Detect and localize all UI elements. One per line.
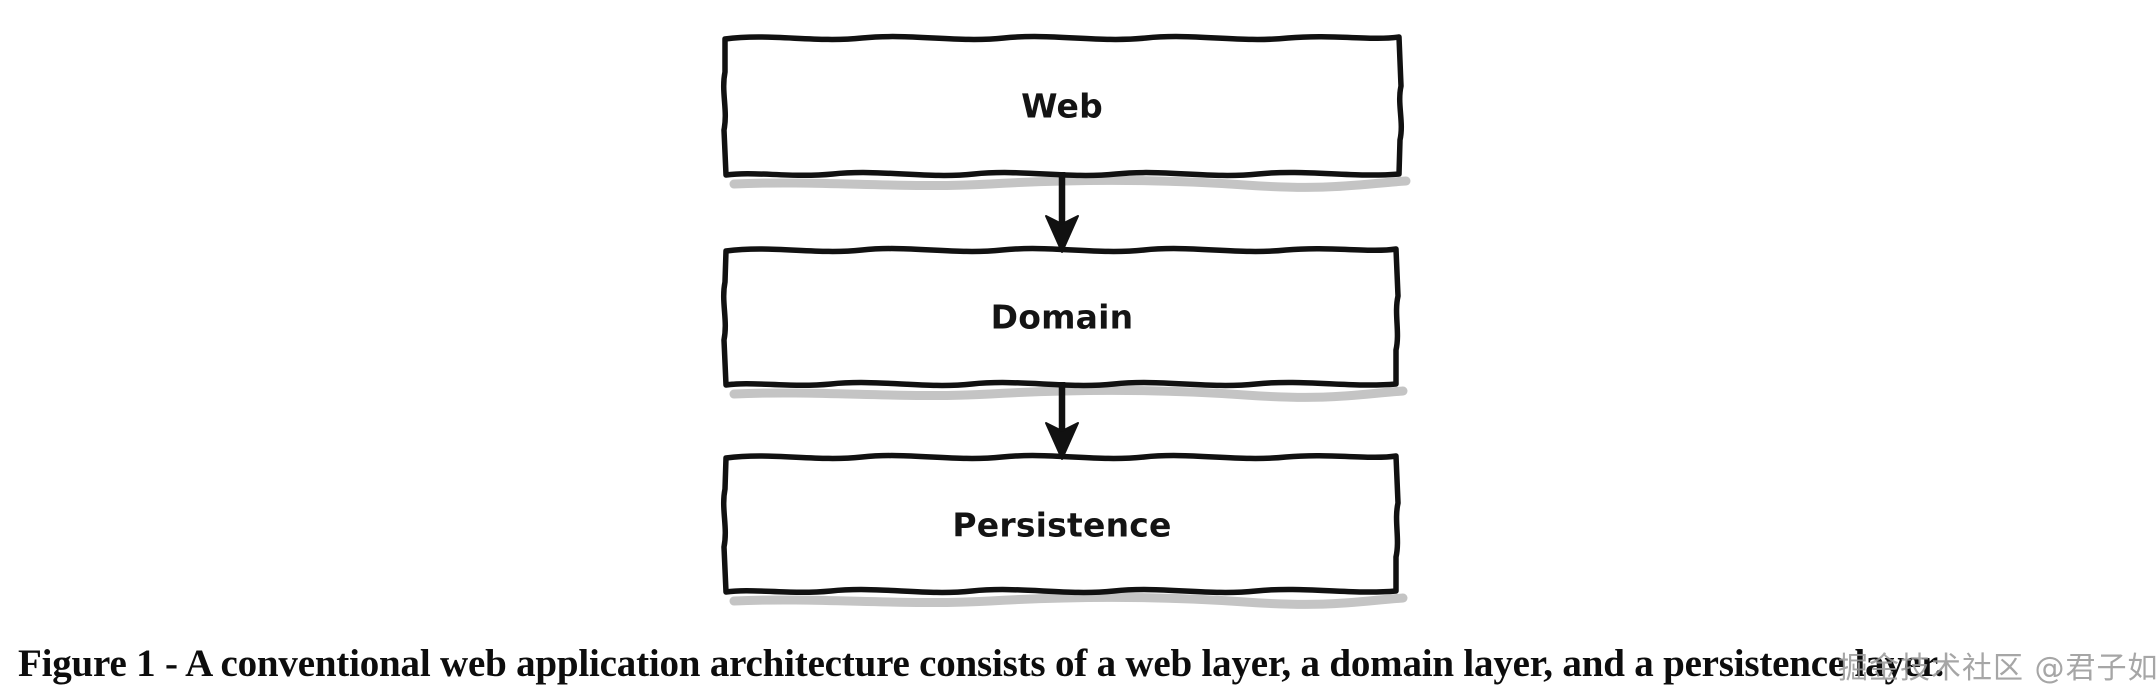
box-shadows	[729, 175, 1411, 609]
figure-caption: Figure 1 - A conventional web applicatio…	[18, 642, 1944, 685]
watermark-text: 掘金技术社区 @君子如兰	[1838, 651, 2156, 686]
box-persistence[interactable]	[720, 452, 1401, 596]
box-domain[interactable]	[720, 245, 1401, 389]
arrow-domain-to-persistence	[1045, 382, 1079, 460]
box-domain-outline	[720, 245, 1401, 389]
arrow-web-to-domain	[1045, 172, 1079, 253]
box-label-domain: Domain	[990, 297, 1134, 337]
box-label-persistence: Persistence	[952, 505, 1172, 545]
box-persistence-outline	[720, 452, 1401, 596]
box-web[interactable]	[720, 33, 1405, 179]
box-label-web: Web	[1021, 86, 1103, 126]
box-web-outline	[720, 33, 1405, 179]
